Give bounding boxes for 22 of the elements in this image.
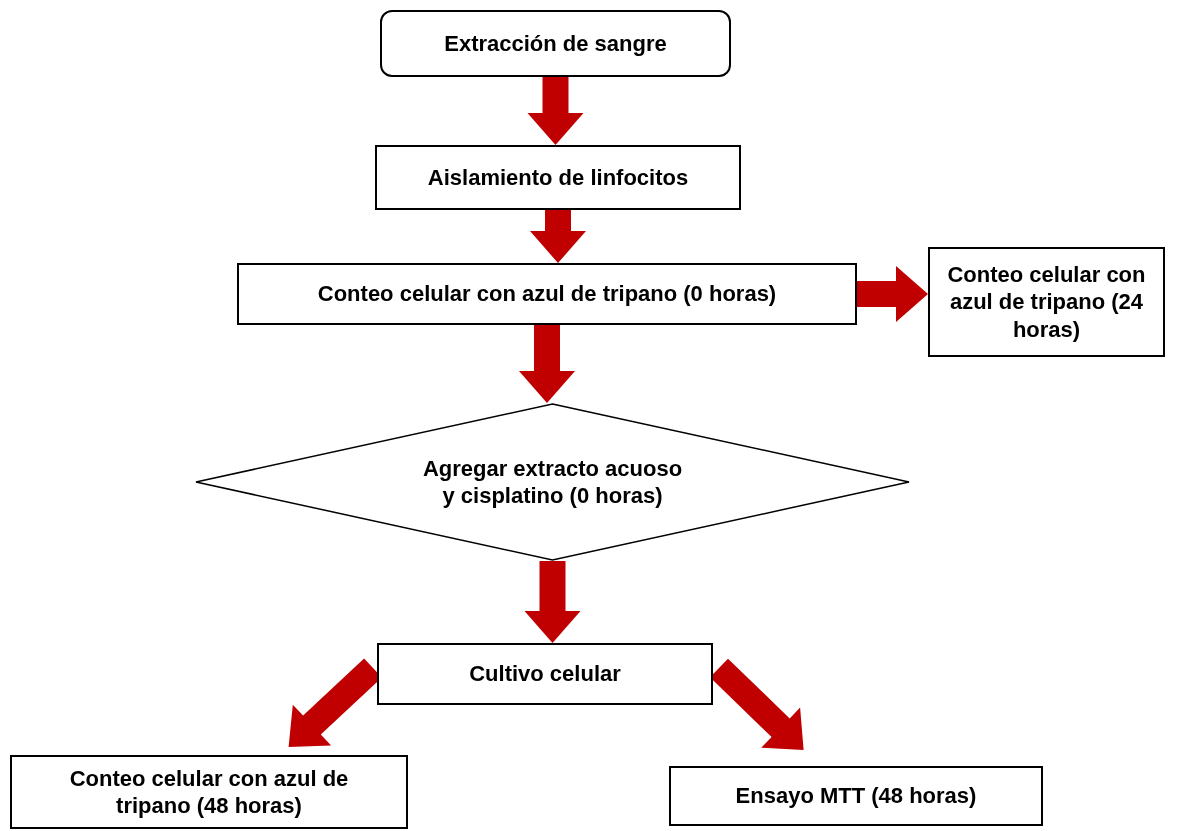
start-box: [380, 10, 731, 77]
process-box: [237, 263, 857, 325]
block-arrow: [524, 561, 581, 643]
process-box: [10, 755, 408, 829]
node-label: Agregar extracto acuoso y cisplatino (0 horas): [421, 454, 684, 510]
node-label: Ensayo MTT (48 horas): [735, 782, 977, 810]
node-label: Conteo celular con azul de tripano (0 horas): [317, 280, 777, 308]
node-label: Aislamiento de linfocitos: [427, 163, 689, 192]
block-arrow: [527, 77, 584, 145]
node-label: Conteo celular con azul de tripano (48 horas): [68, 764, 350, 820]
process-box: [377, 643, 713, 705]
process-box: [375, 145, 741, 210]
decision-diamond: [195, 403, 910, 561]
block-arrow: [530, 210, 586, 263]
node-label: Cultivo celular: [469, 660, 621, 688]
process-box: [928, 247, 1165, 357]
block-arrow: [519, 325, 575, 403]
block-arrow: [857, 266, 928, 322]
node-label: Extracción de sangre: [444, 29, 667, 58]
block-arrow: [710, 658, 804, 750]
node-label: Conteo celular con azul de tripano (24 horas): [946, 260, 1147, 344]
process-box: [669, 766, 1043, 826]
